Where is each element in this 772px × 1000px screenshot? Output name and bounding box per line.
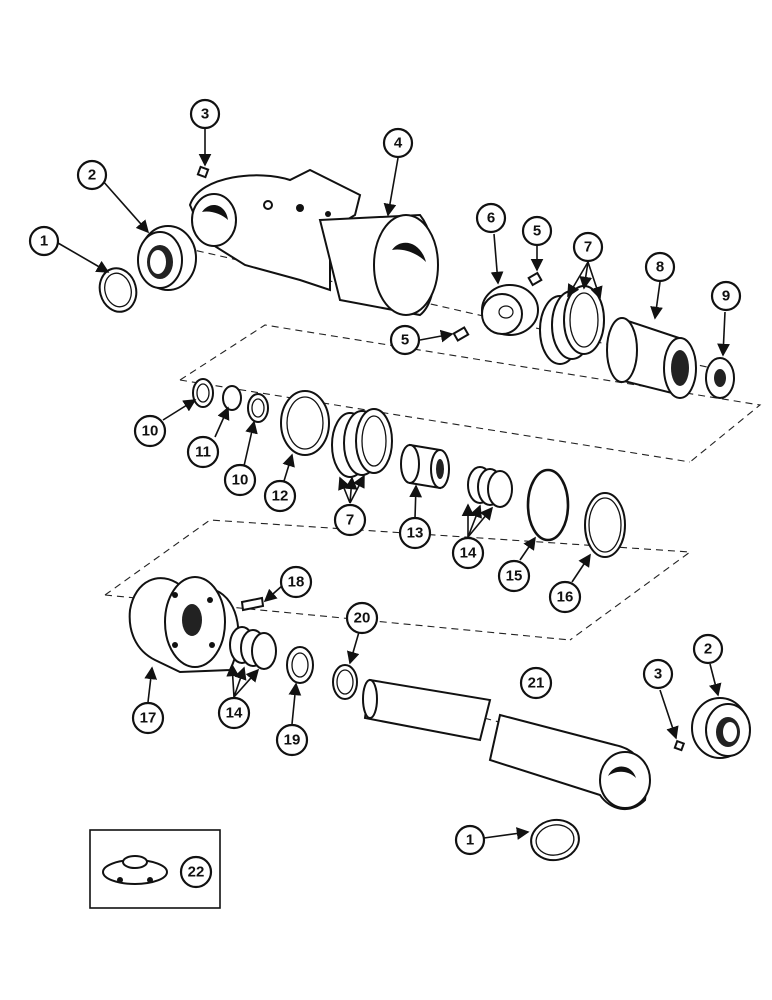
leader-lines xyxy=(57,128,730,840)
callout-18: 18 xyxy=(279,565,313,599)
grease-fitting-part-bottom xyxy=(673,739,686,752)
callout-1-top: 1 xyxy=(28,225,60,257)
bearing-part-bottom xyxy=(691,697,751,759)
callout-8: 8 xyxy=(644,251,676,283)
svg-text:10: 10 xyxy=(142,423,159,440)
svg-text:19: 19 xyxy=(284,732,301,749)
svg-text:13: 13 xyxy=(407,525,424,542)
callout-1-bottom: 1 xyxy=(454,824,486,856)
callout-12: 12 xyxy=(263,479,297,513)
packing-set-middle xyxy=(467,466,513,508)
svg-text:21: 21 xyxy=(528,675,545,692)
svg-text:2: 2 xyxy=(704,641,712,658)
callout-9: 9 xyxy=(710,280,742,312)
svg-text:4: 4 xyxy=(394,135,403,152)
callout-4: 4 xyxy=(382,127,414,159)
callout-7-top: 7 xyxy=(572,231,604,263)
svg-text:14: 14 xyxy=(226,705,243,722)
callout-14-bottom: 14 xyxy=(217,696,251,730)
washer-part xyxy=(705,357,735,399)
svg-text:6: 6 xyxy=(487,210,495,227)
o-ring-part xyxy=(526,468,570,542)
callout-2-top: 2 xyxy=(76,159,108,191)
callout-10-right: 10 xyxy=(223,463,257,497)
callout-13: 13 xyxy=(398,516,432,550)
svg-text:8: 8 xyxy=(656,259,664,276)
bearing-part xyxy=(137,225,197,291)
callout-21: 21 xyxy=(519,666,553,700)
wiper-part xyxy=(286,646,314,684)
svg-text:1: 1 xyxy=(466,832,474,849)
svg-text:15: 15 xyxy=(506,568,523,585)
callout-10-left: 10 xyxy=(133,414,167,448)
callout-14-middle: 14 xyxy=(451,536,485,570)
grease-fitting-part xyxy=(196,165,210,179)
svg-text:18: 18 xyxy=(288,574,305,591)
middle-seal-rings xyxy=(331,408,393,478)
svg-text:11: 11 xyxy=(195,444,211,461)
callout-16: 16 xyxy=(548,580,582,614)
cylinder-barrel-part xyxy=(188,168,439,317)
callout-3-top: 3 xyxy=(189,98,221,130)
callout-20: 20 xyxy=(345,601,379,635)
callout-2-bottom: 2 xyxy=(692,633,724,665)
svg-text:7: 7 xyxy=(584,239,592,256)
piston-rod-part xyxy=(362,678,651,810)
middle-seal-set xyxy=(192,378,330,456)
snap-ring-part xyxy=(98,267,138,313)
gland-bolt-part xyxy=(240,596,265,612)
svg-text:10: 10 xyxy=(232,472,249,489)
svg-text:1: 1 xyxy=(40,233,48,250)
svg-text:5: 5 xyxy=(401,332,409,349)
callout-7-middle: 7 xyxy=(333,503,367,537)
svg-text:9: 9 xyxy=(722,288,730,305)
callout-3-bottom: 3 xyxy=(642,658,674,690)
snap-ring-part-bottom xyxy=(530,818,580,862)
svg-text:22: 22 xyxy=(188,864,205,881)
piston-nut-part xyxy=(481,284,539,336)
svg-text:16: 16 xyxy=(557,589,574,606)
callout-11: 11 xyxy=(186,435,220,469)
callout-17: 17 xyxy=(131,701,165,735)
callout-6: 6 xyxy=(475,202,507,234)
ring-part xyxy=(332,664,358,700)
callout-15: 15 xyxy=(497,559,531,593)
svg-text:20: 20 xyxy=(354,610,371,627)
backup-ring-part xyxy=(584,492,626,558)
svg-text:7: 7 xyxy=(346,512,354,529)
svg-text:3: 3 xyxy=(654,666,662,683)
callout-22: 22 xyxy=(179,855,213,889)
set-screw-part xyxy=(452,271,543,342)
gland-part xyxy=(128,576,240,674)
packing-set-bottom xyxy=(229,626,277,670)
sleeve-part xyxy=(400,443,450,490)
svg-text:3: 3 xyxy=(201,106,209,123)
svg-text:12: 12 xyxy=(272,488,289,505)
svg-text:2: 2 xyxy=(88,167,96,184)
callout-5-lower: 5 xyxy=(389,324,421,356)
seal-rings-part xyxy=(539,285,605,365)
callout-5-upper: 5 xyxy=(521,215,553,247)
svg-text:17: 17 xyxy=(140,710,157,727)
callout-19: 19 xyxy=(275,723,309,757)
svg-text:5: 5 xyxy=(533,223,541,240)
svg-text:14: 14 xyxy=(460,545,477,562)
piston-part xyxy=(606,317,697,399)
